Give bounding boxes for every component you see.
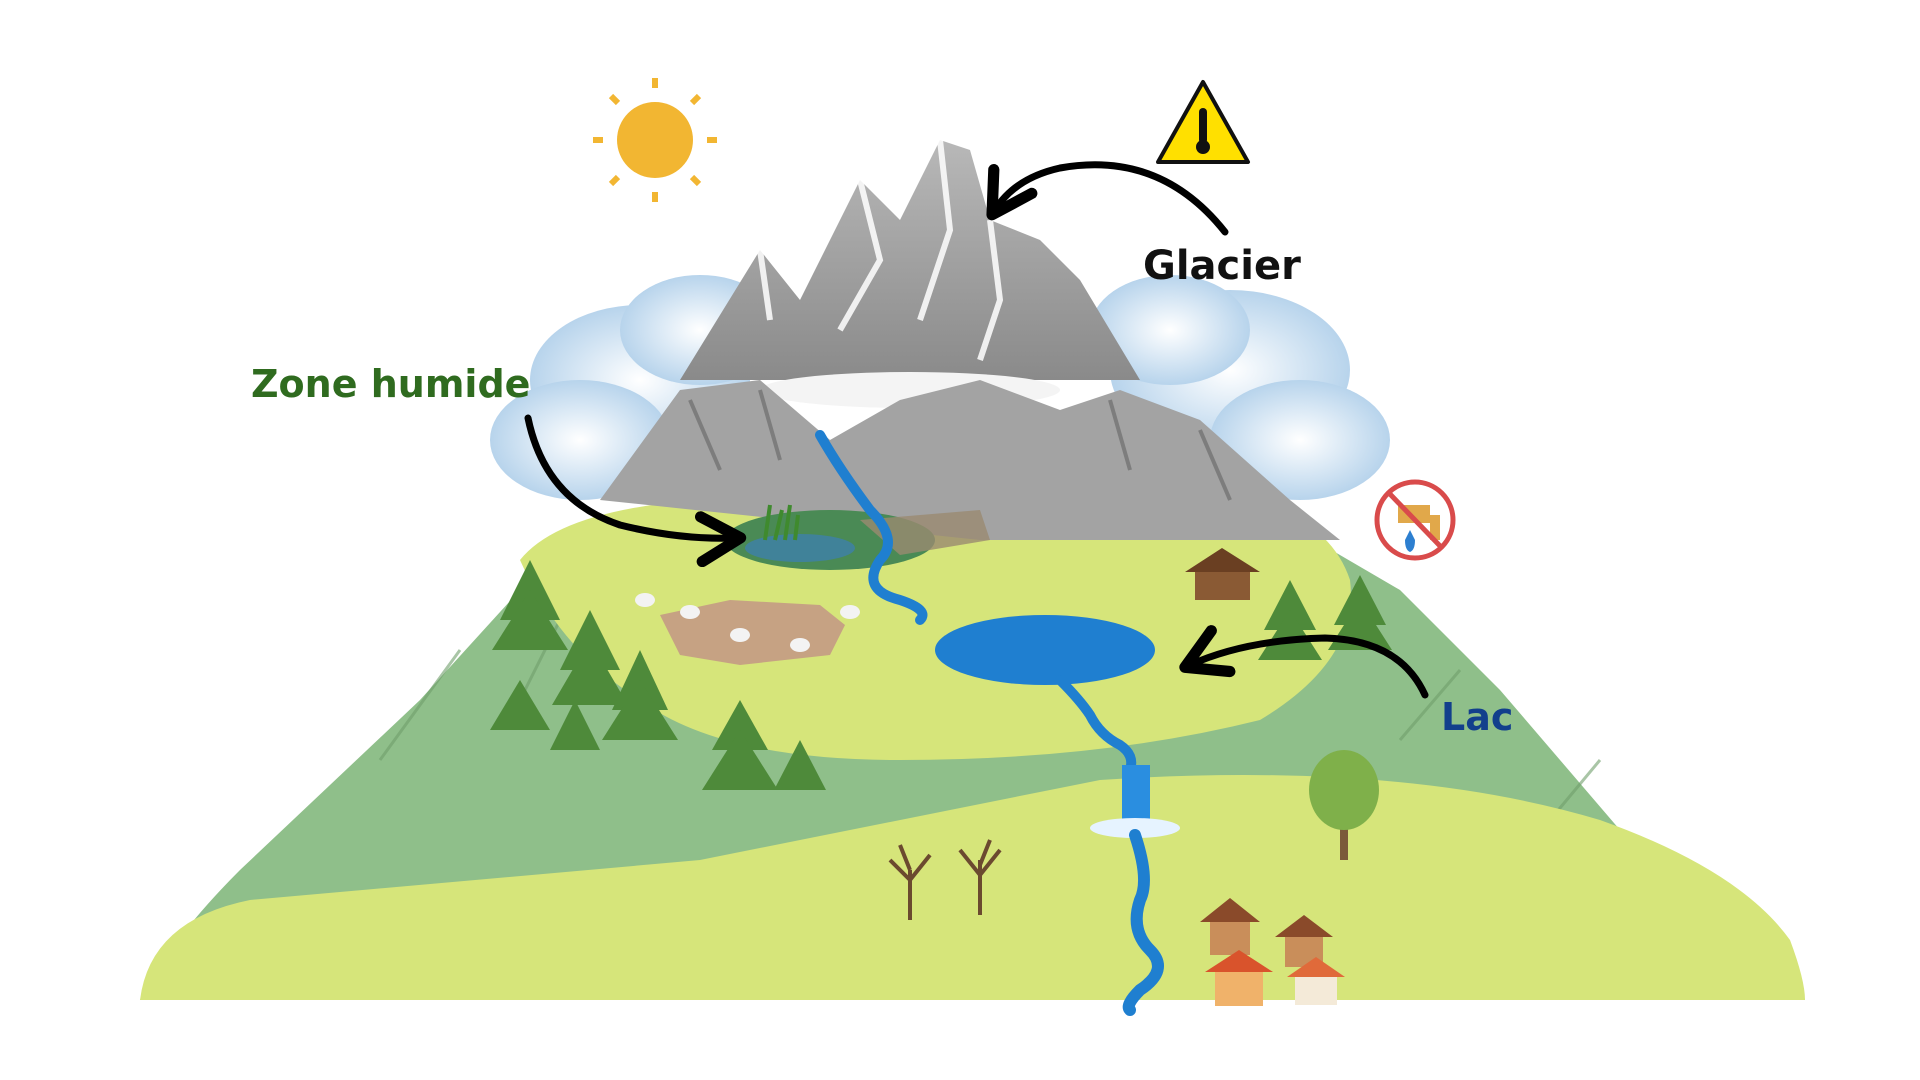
- leafy-tree: [1309, 750, 1379, 860]
- zone-humide-label: Zone humide: [251, 362, 531, 406]
- rocky-mountains: [600, 380, 1340, 540]
- village: [1200, 898, 1345, 1006]
- zone-humide-arrow: [524, 414, 747, 568]
- chalet: [1185, 548, 1260, 600]
- lac-arrow: [1179, 625, 1429, 699]
- glacier-arrow: [986, 161, 1229, 236]
- dry-trees: [888, 839, 1002, 920]
- no-water-tap-icon: [1374, 479, 1456, 561]
- sheep-pasture: [635, 593, 860, 665]
- lac-label: Lac: [1441, 695, 1514, 739]
- lower-meadow: [140, 775, 1805, 1000]
- water-system: [815, 430, 1180, 1016]
- glacier-label: Glacier: [1143, 243, 1301, 289]
- warning-thermometer-icon: [1156, 80, 1250, 164]
- glacier-peaks: [680, 139, 1140, 408]
- sun-icon: [593, 78, 717, 202]
